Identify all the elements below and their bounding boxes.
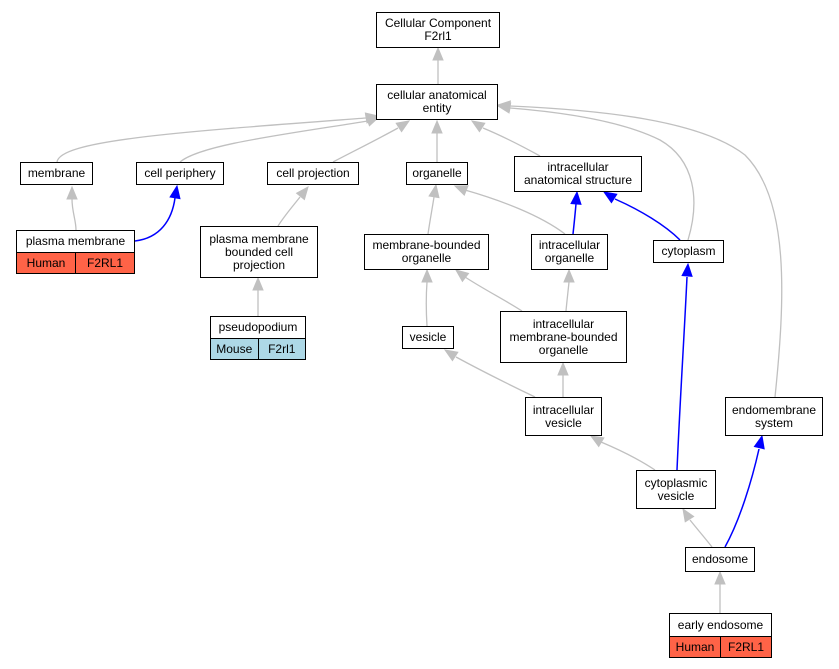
node-endomembrane-system[interactable]: endomembrane system — [725, 397, 823, 436]
arrowhead-icon — [421, 268, 433, 283]
arrowhead-icon — [431, 119, 443, 134]
node-membrane[interactable]: membrane — [20, 162, 93, 185]
arrowhead-icon — [681, 262, 693, 277]
edge-part-of — [724, 448, 760, 548]
node-membrane-bounded-organelle[interactable]: membrane-bounded organelle — [364, 234, 489, 270]
arrowhead-icon — [753, 434, 765, 450]
arrowhead-icon — [295, 185, 309, 201]
gene-tag[interactable]: F2rl1 — [257, 339, 305, 359]
node-cytoplasmic-vesicle[interactable]: cytoplasmic vesicle — [636, 470, 716, 509]
arrowhead-icon — [66, 185, 78, 200]
node-endosome[interactable]: endosome — [685, 547, 755, 572]
arrowhead-icon — [682, 507, 695, 523]
gene-tag[interactable]: F2RL1 — [75, 253, 134, 273]
edge-part-of — [134, 197, 176, 242]
arrowhead-icon — [589, 435, 605, 448]
edge-is-a — [482, 127, 541, 157]
species-tag: Human — [17, 253, 75, 273]
edge-is-a — [565, 281, 570, 312]
edge-part-of — [676, 276, 688, 471]
edge-is-a — [689, 519, 713, 548]
annotation-early-endosome: Human F2RL1 — [669, 637, 772, 658]
node-plasma-membrane[interactable]: plasma membrane — [16, 230, 135, 253]
edge-is-a — [425, 281, 428, 327]
arrowhead-icon — [496, 100, 511, 112]
node-pseudopodium[interactable]: pseudopodium — [210, 316, 306, 339]
arrowhead-icon — [563, 268, 575, 283]
node-cytoplasm[interactable]: cytoplasm — [653, 240, 724, 263]
edge-is-a — [464, 189, 566, 235]
arrowhead-icon — [252, 276, 264, 291]
arrowhead-icon — [557, 361, 569, 376]
node-early-endosome[interactable]: early endosome — [669, 613, 772, 637]
node-intracellular-membrane-bounded-organelle[interactable]: intracellular membrane-bounded organelle — [500, 311, 627, 363]
edge-is-a — [509, 107, 695, 241]
arrowhead-icon — [470, 120, 486, 133]
edge-part-of — [614, 198, 681, 241]
edge-is-a — [277, 196, 301, 227]
arrowhead-icon — [169, 184, 181, 200]
edge-is-a — [427, 196, 435, 235]
edge-is-a — [56, 117, 367, 163]
arrowhead-icon — [453, 185, 469, 196]
edge-is-a — [455, 356, 536, 398]
edge-is-a — [332, 127, 399, 163]
arrowhead-icon — [432, 46, 444, 61]
species-tag: Mouse — [211, 339, 258, 359]
edge-is-a — [600, 441, 656, 471]
edge-is-a — [179, 120, 369, 163]
edge-is-a — [509, 105, 783, 398]
annotation-pseudopodium: Mouse F2rl1 — [210, 339, 306, 360]
node-cell-periphery[interactable]: cell periphery — [136, 162, 224, 185]
species-tag: Human — [670, 637, 720, 657]
node-organelle[interactable]: organelle — [406, 162, 468, 185]
node-intracellular-vesicle[interactable]: intracellular vesicle — [525, 397, 602, 436]
edge-is-a — [464, 276, 523, 312]
node-cellular-anatomical-entity[interactable]: cellular anatomical entity — [376, 84, 498, 120]
node-plasma-membrane-bounded-cell-projection[interactable]: plasma membrane bounded cell projection — [200, 226, 318, 278]
node-intracellular-organelle[interactable]: intracellular organelle — [531, 234, 608, 270]
arrowhead-icon — [443, 349, 459, 362]
arrowhead-icon — [714, 570, 726, 585]
node-cell-projection[interactable]: cell projection — [267, 162, 359, 185]
arrowhead-icon — [602, 191, 618, 204]
annotation-plasma-membrane: Human F2RL1 — [16, 253, 135, 274]
node-vesicle[interactable]: vesicle — [402, 326, 454, 349]
node-intracellular-anatomical-structure[interactable]: intracellular anatomical structure — [514, 156, 642, 192]
arrowhead-icon — [454, 269, 470, 283]
edge-is-a — [71, 198, 77, 231]
node-cellular-component-f2rl1[interactable]: Cellular Component F2rl1 — [376, 12, 500, 48]
arrowhead-icon — [428, 183, 440, 199]
gene-tag[interactable]: F2RL1 — [720, 637, 771, 657]
edge-part-of — [572, 203, 577, 235]
arrowhead-icon — [365, 115, 381, 127]
arrowhead-icon — [570, 190, 582, 205]
arrowhead-icon — [395, 120, 411, 133]
